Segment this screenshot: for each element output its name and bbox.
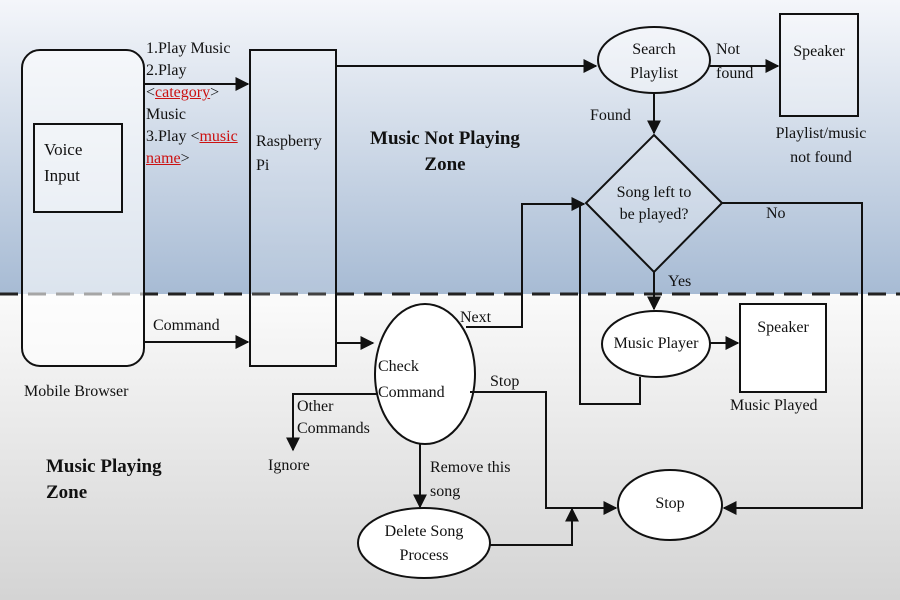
name-token: name [146,150,181,167]
song-left-label: Song left to be played? [594,182,714,226]
category-token: category [155,84,211,101]
zone-title-playing-line2: Zone [46,482,88,503]
song-left-label-line2: be played? [619,206,689,223]
speaker-top-box [779,13,859,117]
other-commands-line2: Commands [297,420,370,437]
edge-player-loop [579,204,641,405]
zone-title-not-playing: Music Not Playing Zone [350,126,540,178]
edge-no-label: No [766,205,786,222]
delete-song-label-line2: Process [399,547,449,564]
edge-found-label: Found [590,107,631,124]
voice-input-box [33,123,123,213]
edge-stop [470,391,618,515]
category-open: < [146,84,156,101]
remove-song-line1: Remove this [430,459,511,476]
speaker-bottom-label: Speaker [757,319,809,336]
check-command-label-line1: Check [378,358,419,375]
zone-not-playing-bg [0,0,900,294]
edge-remove-label: Remove this song [430,456,510,504]
search-playlist-label-line2: Playlist [629,65,678,82]
edge-delete-stop [490,507,579,546]
not-found-line2: found [716,65,754,82]
playlist-not-found-line1: Playlist/music [775,125,867,142]
stop-label: Stop [655,495,685,512]
other-commands-line1: Other [297,398,334,415]
raspberry-pi-label-line1: Raspberry [256,133,322,150]
raspberry-pi-label: Raspberry Pi [256,130,322,178]
delete-song-label: Delete Song Process [358,520,490,568]
ignore-label: Ignore [268,457,310,474]
playlist-not-found-label: Playlist/music not found [760,122,882,170]
not-found-line1: Not [716,41,740,58]
mobile-browser-box [21,49,145,367]
category-close: > [210,84,220,101]
command-option-2-category: <category> [146,82,238,104]
music-player-label: Music Player [613,335,699,352]
music-token: music [199,128,238,145]
voice-commands-list: 1.Play Music 2.Play <category> Music 3.P… [146,38,238,170]
check-command-node [374,303,476,445]
check-command-label: Check Command [378,354,445,406]
mobile-browser-label: Mobile Browser [24,383,129,400]
edge-other [286,393,377,452]
search-playlist-label: Search Playlist [604,38,704,86]
zone-title-not-playing-line2: Zone [424,154,466,175]
speaker-top-label: Speaker [793,43,845,60]
edge-yes-label: Yes [668,273,692,290]
zone-title-playing-line1: Music Playing [46,456,162,477]
command-option-3-name: name> [146,148,238,170]
stop-node [617,469,723,541]
command-option-3: 3.Play <music [146,126,238,148]
edge-stop-label: Stop [490,373,520,390]
edge-not-found-label: Not found [716,38,753,86]
name-close: > [180,150,190,167]
edge-next-label: Next [460,309,492,326]
play-prefix: 3.Play < [146,128,200,145]
speaker-bottom-box [739,303,827,393]
check-command-label-line2: Command [378,384,445,401]
edge-next [466,197,586,328]
edge-command-label: Command [153,317,220,334]
playlist-not-found-line2: not found [790,149,852,166]
raspberry-pi-label-line2: Pi [256,157,270,174]
command-option-2: 2.Play [146,62,187,79]
remove-song-line2: song [430,483,461,500]
delete-song-label-line1: Delete Song [384,523,464,540]
command-option-2-music: Music [146,106,186,123]
raspberry-pi-box [249,49,337,367]
voice-input-label-line1: Voice [44,140,83,159]
music-played-label: Music Played [730,397,818,414]
voice-input-label: Voice Input [44,137,82,189]
zone-title-not-playing-line1: Music Not Playing [370,128,520,149]
command-option-1: 1.Play Music [146,40,231,57]
zone-title-playing: Music Playing Zone [46,454,162,506]
edge-no [722,202,863,515]
edge-other-commands-label: Other Commands [297,396,370,440]
voice-input-label-line2: Input [44,166,80,185]
search-playlist-label-line1: Search [632,41,676,58]
song-left-label-line1: Song left to [616,184,692,201]
